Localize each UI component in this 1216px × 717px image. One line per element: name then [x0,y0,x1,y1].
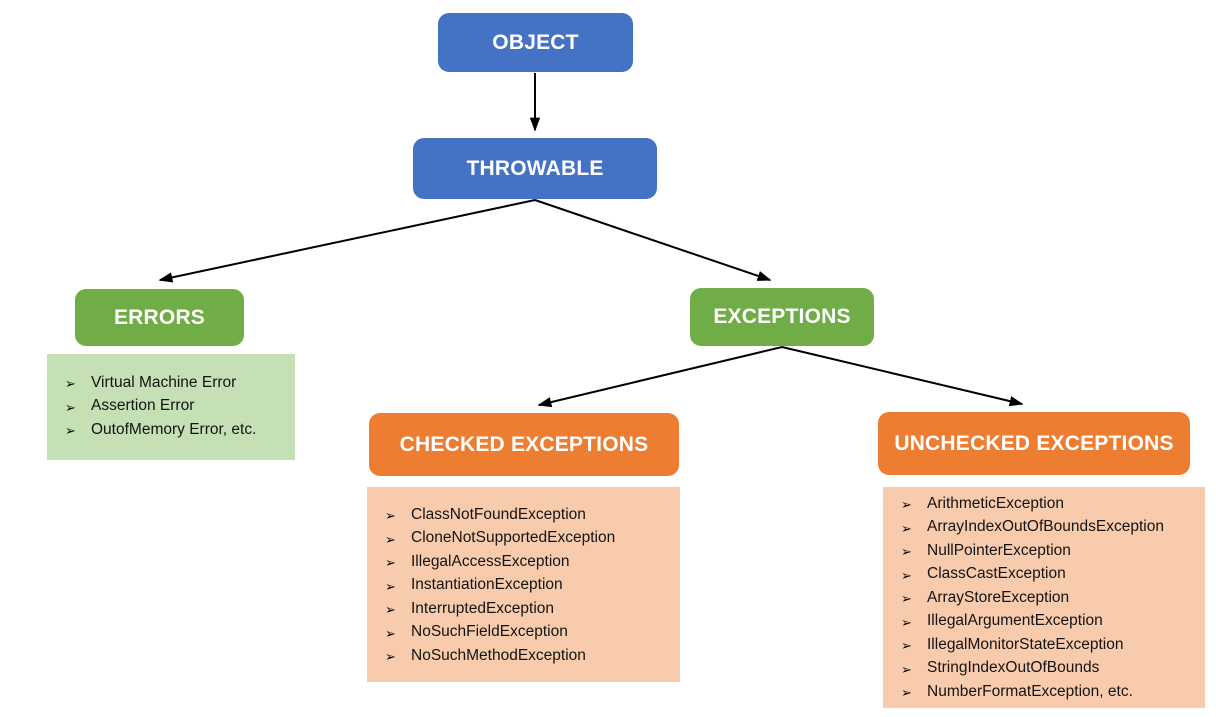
node-checked-exceptions: CHECKED EXCEPTIONS [369,413,679,476]
arrow-bullet-icon: ➢ [65,423,76,439]
list-item: ➢ InstantiationException [385,574,672,598]
edge-exceptions-checked [537,346,783,408]
arrow-bullet-icon: ➢ [901,520,912,536]
list-item: ➢ ArithmeticException [901,492,1199,516]
arrow-bullet-icon: ➢ [901,661,912,677]
list-item-label: ArrayIndexOutOfBoundsException [927,518,1164,536]
node-unchecked-exceptions: UNCHECKED EXCEPTIONS [878,412,1190,475]
list-item-label: ClassNotFoundException [411,505,586,523]
node-unchecked-exceptions-label: UNCHECKED EXCEPTIONS [894,431,1174,455]
list-item-label: InstantiationException [411,576,563,594]
list-item: ➢ NoSuchFieldException [385,621,672,645]
list-item: ➢ IllegalAccessException [385,550,672,574]
edge-exceptions-unchecked [781,346,1024,407]
list-item-label: ArithmeticException [927,494,1064,512]
list-item: ➢ NoSuchMethodException [385,644,672,668]
list-item: ➢ CloneNotSupportedException [385,527,672,551]
arrow-bullet-icon: ➢ [385,602,396,618]
node-errors-label: ERRORS [113,305,206,329]
node-errors: ERRORS [75,289,244,346]
arrow-bullet-icon: ➢ [901,497,912,513]
node-throwable-label: THROWABLE [466,156,604,180]
list-item-label: Assertion Error [91,397,195,415]
arrow-bullet-icon: ➢ [65,376,76,392]
list-item: ➢ ClassCastException [901,563,1199,587]
edge-throwable-errors [158,199,536,283]
arrow-bullet-icon: ➢ [385,625,396,641]
list-item-label: OutofMemory Error, etc. [91,420,257,438]
arrow-bullet-icon: ➢ [385,531,396,547]
list-item: ➢ Assertion Error [65,395,287,419]
arrow-bullet-icon: ➢ [901,567,912,583]
list-item: ➢ InterruptedException [385,597,672,621]
list-item-label: IllegalMonitorStateException [927,635,1124,653]
node-exceptions: EXCEPTIONS [690,288,874,346]
list-item: ➢ IllegalArgumentException [901,610,1199,634]
arrow-bullet-icon: ➢ [901,591,912,607]
list-item: ➢ ArrayStoreException [901,586,1199,610]
list-item: ➢ NullPointerException [901,539,1199,563]
list-item-label: ClassCastException [927,565,1066,583]
list-item: ➢ Virtual Machine Error [65,371,287,395]
node-throwable: THROWABLE [413,138,657,199]
errors-examples-list: ➢ Virtual Machine Error ➢ Assertion Error ➢ O… [47,354,295,460]
list-item-label: StringIndexOutOfBounds [927,659,1100,677]
arrow-bullet-icon: ➢ [385,578,396,594]
list-item-label: CloneNotSupportedException [411,529,616,547]
list-item: ➢ StringIndexOutOfBounds [901,657,1199,681]
list-item-label: NullPointerException [927,541,1071,559]
arrow-bullet-icon: ➢ [385,649,396,665]
list-item-label: NoSuchMethodException [411,646,586,664]
node-object: OBJECT [438,13,633,72]
list-item-label: InterruptedException [411,599,555,617]
arrow-bullet-icon: ➢ [901,614,912,630]
node-object-label: OBJECT [492,30,579,54]
list-item-label: ArrayStoreException [927,588,1070,606]
arrow-bullet-icon: ➢ [901,638,912,654]
list-item-label: IllegalArgumentException [927,612,1103,630]
list-item-label: NumberFormatException, etc. [927,682,1133,700]
arrow-bullet-icon: ➢ [901,544,912,560]
arrow-bullet-icon: ➢ [385,508,396,524]
node-checked-exceptions-label: CHECKED EXCEPTIONS [399,432,649,456]
list-item: ➢ NumberFormatException, etc. [901,680,1199,704]
list-item-label: IllegalAccessException [411,552,570,570]
node-exceptions-label: EXCEPTIONS [713,305,851,328]
checked-exceptions-examples-list: ➢ ClassNotFoundException ➢ CloneNotSupporte… [367,487,680,682]
unchecked-exceptions-examples-list: ➢ ArithmeticException ➢ ArrayIndexOutOfBoun… [883,487,1205,708]
arrow-bullet-icon: ➢ [65,399,76,415]
arrow-bullet-icon: ➢ [385,555,396,571]
edge-throwable-exceptions [534,199,772,281]
list-item-label: NoSuchFieldException [411,623,568,641]
arrow-bullet-icon: ➢ [901,685,912,701]
list-item: ➢ ClassNotFoundException [385,503,672,527]
list-item: ➢ ArrayIndexOutOfBoundsException [901,516,1199,540]
list-item: ➢ IllegalMonitorStateException [901,633,1199,657]
list-item-label: Virtual Machine Error [91,373,237,391]
list-item: ➢ OutofMemory Error, etc. [65,418,287,442]
